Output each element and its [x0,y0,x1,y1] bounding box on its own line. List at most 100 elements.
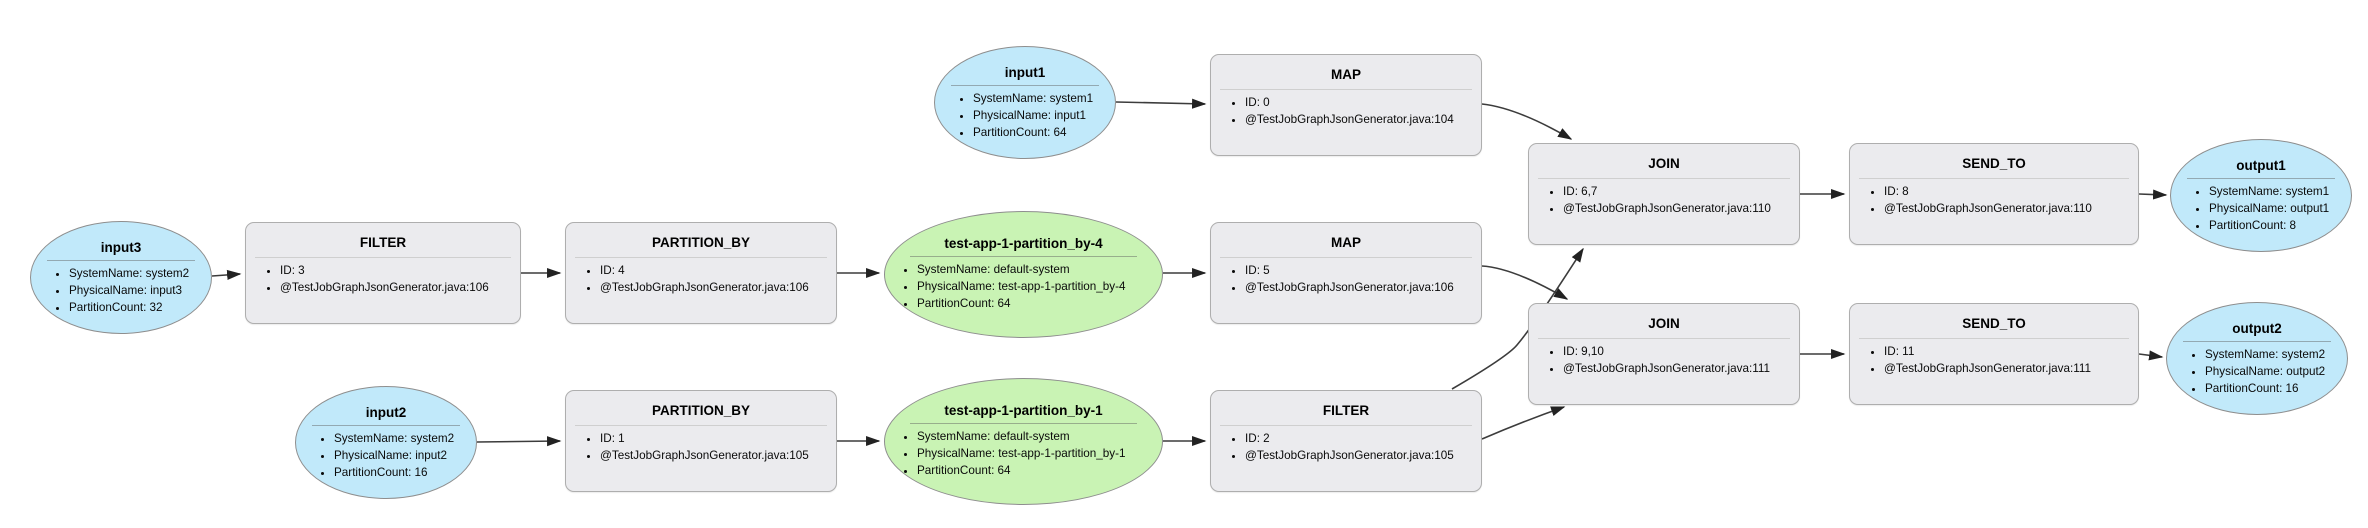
node-properties: SystemName: default-systemPhysicalName: … [885,428,1162,479]
node-property: SystemName: system1 [973,90,1111,107]
node-divider [2187,178,2335,179]
node-properties: ID: 11@TestJobGraphJsonGenerator.java:11… [1850,343,2138,377]
node-properties: SystemName: system2PhysicalName: output2… [2167,346,2347,397]
node-input2: input2SystemName: system2PhysicalName: i… [295,386,477,499]
edge-filter_2-to-join_9_10 [1481,406,1566,440]
node-title: input3 [100,240,142,255]
node-divider [909,423,1138,424]
node-title: FILTER [1322,403,1370,418]
node-map_0: MAP ID: 0@TestJobGraphJsonGenerator.java:… [1210,54,1482,156]
node-divider [1220,425,1472,426]
node-join_9_10: JOIN ID: 9,10@TestJobGraphJsonGenerator.j… [1528,303,1800,405]
node-property: @TestJobGraphJsonGenerator.java:110 [1884,200,2134,217]
node-properties: ID: 2@TestJobGraphJsonGenerator.java:105 [1211,430,1481,464]
node-property: @TestJobGraphJsonGenerator.java:105 [1245,447,1477,464]
node-properties: SystemName: system1PhysicalName: input1P… [935,90,1115,141]
node-title: FILTER [359,235,407,250]
node-title: output1 [2236,158,2286,173]
node-property: ID: 11 [1884,343,2134,360]
node-property: PhysicalName: test-app-1-partition_by-1 [917,445,1158,462]
edge-send_to_8-to-output1 [2138,189,2168,200]
node-properties: SystemName: system2PhysicalName: input2P… [296,430,476,481]
node-property: ID: 1 [600,430,832,447]
node-properties: ID: 0@TestJobGraphJsonGenerator.java:104 [1211,94,1481,128]
node-property: PartitionCount: 64 [917,462,1158,479]
node-title: MAP [1331,67,1361,82]
node-divider [951,85,1099,86]
node-property: ID: 0 [1245,94,1477,111]
node-property: @TestJobGraphJsonGenerator.java:106 [1245,279,1477,296]
node-property: ID: 5 [1245,262,1477,279]
node-property: PartitionCount: 64 [973,124,1111,141]
node-properties: SystemName: default-systemPhysicalName: … [885,261,1162,312]
node-divider [575,425,827,426]
node-property: PhysicalName: input3 [69,282,207,299]
node-properties: ID: 6,7@TestJobGraphJsonGenerator.java:1… [1529,183,1799,217]
node-partition_by_4: PARTITION_BYID: 4@TestJobGraphJsonGenera… [565,222,837,324]
node-output1: output1SystemName: system1PhysicalName: … [2170,139,2352,252]
node-property: ID: 6,7 [1563,183,1795,200]
node-property: PartitionCount: 32 [69,299,207,316]
node-divider [909,256,1138,257]
node-property: ID: 2 [1245,430,1477,447]
node-properties: ID: 5@TestJobGraphJsonGenerator.java:106 [1211,262,1481,296]
node-title: JOIN [1648,156,1680,171]
edge-map_0-to-join_6_7 [1481,103,1573,140]
node-property: ID: 9,10 [1563,343,1795,360]
node-title: test-app-1-partition_by-4 [944,236,1103,251]
node-property: PhysicalName: input2 [334,447,472,464]
node-title: input1 [1004,65,1046,80]
edge-input2-to-partition_by_1 [476,436,562,447]
node-input3: input3SystemName: system2PhysicalName: i… [30,221,212,334]
node-partition_by_4_stream: test-app-1-partition_by-4SystemName: def… [884,211,1163,338]
node-partition_by_1_stream: test-app-1-partition_by-1SystemName: def… [884,378,1163,505]
node-property: @TestJobGraphJsonGenerator.java:106 [280,279,516,296]
node-properties: ID: 8@TestJobGraphJsonGenerator.java:110 [1850,183,2138,217]
node-divider [1538,178,1790,179]
node-property: PartitionCount: 16 [2205,380,2343,397]
node-property: SystemName: default-system [917,261,1158,278]
node-property: ID: 4 [600,262,832,279]
node-title: MAP [1331,235,1361,250]
node-divider [312,425,460,426]
node-property: PhysicalName: test-app-1-partition_by-4 [917,278,1158,295]
node-title: PARTITION_BY [651,403,750,418]
node-property: @TestJobGraphJsonGenerator.java:110 [1563,200,1795,217]
node-divider [1220,89,1472,90]
node-divider [1538,338,1790,339]
node-property: SystemName: system1 [2209,183,2347,200]
node-property: SystemName: system2 [69,265,207,282]
node-title: input2 [365,405,407,420]
node-property: SystemName: system2 [2205,346,2343,363]
node-map_5: MAP ID: 5@TestJobGraphJsonGenerator.java:… [1210,222,1482,324]
node-property: PartitionCount: 8 [2209,217,2347,234]
node-title: SEND_TO [1962,156,2026,171]
node-title: JOIN [1648,316,1680,331]
node-divider [255,257,511,258]
edge-input3-to-filter_3 [211,269,242,280]
edge-send_to_11-to-output2 [2138,350,2164,361]
node-properties: ID: 9,10@TestJobGraphJsonGenerator.java:… [1529,343,1799,377]
edge-input1-to-map_0 [1115,98,1207,109]
node-title: test-app-1-partition_by-1 [944,403,1103,418]
node-divider [2183,341,2331,342]
node-title: PARTITION_BY [651,235,750,250]
node-property: PartitionCount: 16 [334,464,472,481]
node-property: PhysicalName: output2 [2205,363,2343,380]
node-title: SEND_TO [1962,316,2026,331]
node-divider [1859,338,2129,339]
node-property: @TestJobGraphJsonGenerator.java:104 [1245,111,1477,128]
node-output2: output2SystemName: system2PhysicalName: … [2166,302,2348,415]
node-properties: SystemName: system1PhysicalName: output1… [2171,183,2351,234]
node-property: ID: 3 [280,262,516,279]
node-divider [1859,178,2129,179]
node-property: @TestJobGraphJsonGenerator.java:105 [600,447,832,464]
node-property: SystemName: default-system [917,428,1158,445]
node-properties: SystemName: system2PhysicalName: input3P… [31,265,211,316]
edge-map_5-to-join_9_10 [1481,265,1569,300]
node-properties: ID: 1@TestJobGraphJsonGenerator.java:105 [566,430,836,464]
node-title: output2 [2232,321,2282,336]
node-divider [47,260,195,261]
